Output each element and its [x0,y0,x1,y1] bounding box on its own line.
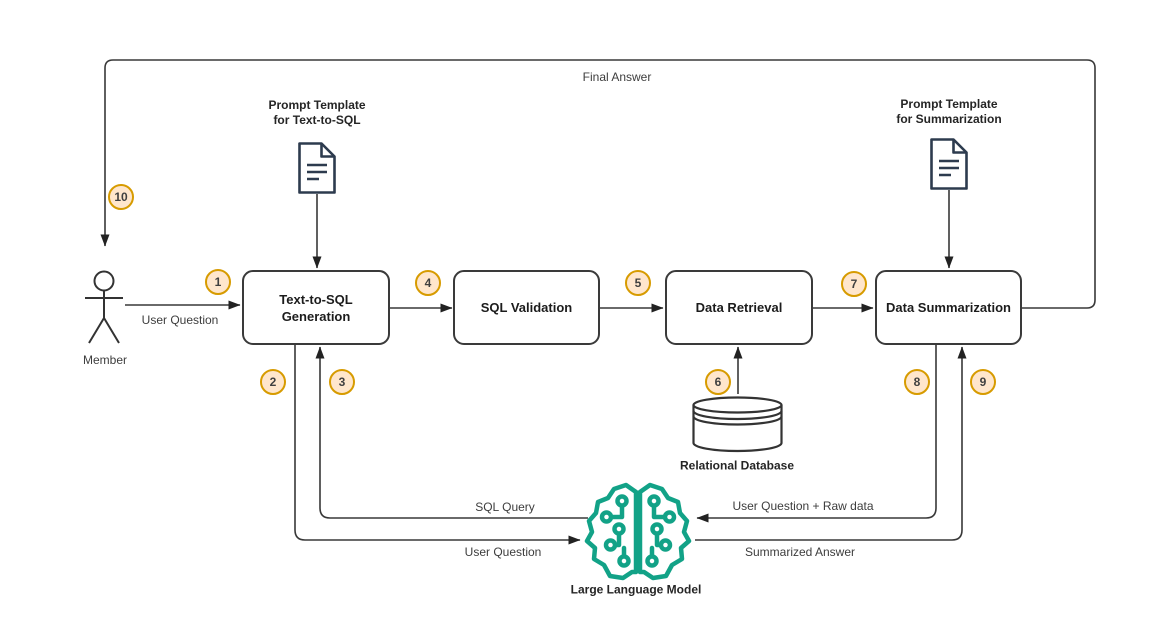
prompt-summarization-label: Prompt Template for Summarization [896,97,1002,126]
database-label: Relational Database [679,458,795,473]
step-badge-8: 8 [904,369,930,395]
node-sql-validation: SQL Validation [453,270,600,345]
document-icon-summarization [930,138,968,190]
edge-final-answer [100,59,1096,309]
llm-label: Large Language Model [570,582,702,597]
edge-sql-query-from-llm [315,346,588,519]
edge-label-summarized-answer: Summarized Answer [744,545,856,559]
step-badge-1: 1 [205,269,231,295]
step-badge-7: 7 [841,271,867,297]
actor-label: Member [82,353,128,367]
step-badge-9: 9 [970,369,996,395]
step-badge-3: 3 [329,369,355,395]
step-badge-6: 6 [705,369,731,395]
database-icon [692,396,783,453]
step-badge-2: 2 [260,369,286,395]
step-badge-4: 4 [415,270,441,296]
step-badge-5: 5 [625,270,651,296]
edge-label-user-question-raw-data: User Question + Raw data [732,499,874,513]
step-badge-10: 10 [108,184,134,210]
edge-label-user-question-input: User Question [141,313,219,327]
node-data-retrieval: Data Retrieval [665,270,813,345]
prompt-text-to-sql-label: Prompt Template for Text-to-SQL [268,98,366,127]
brain-circuit-icon [584,482,692,581]
node-text-to-sql-generation: Text-to-SQL Generation [242,270,390,345]
document-icon-text-to-sql [298,142,336,194]
node-data-summarization: Data Summarization [875,270,1022,345]
edge-label-sql-query: SQL Query [475,500,535,514]
edge-user-question-to-llm [294,345,581,545]
edge-summarized-answer-from-llm [695,346,967,541]
actor-icon [85,270,123,344]
edge-question-raw-data-to-llm [696,345,937,523]
edge-label-final-answer: Final Answer [582,70,652,84]
edge-label-user-question-to-llm: User Question [464,545,542,559]
